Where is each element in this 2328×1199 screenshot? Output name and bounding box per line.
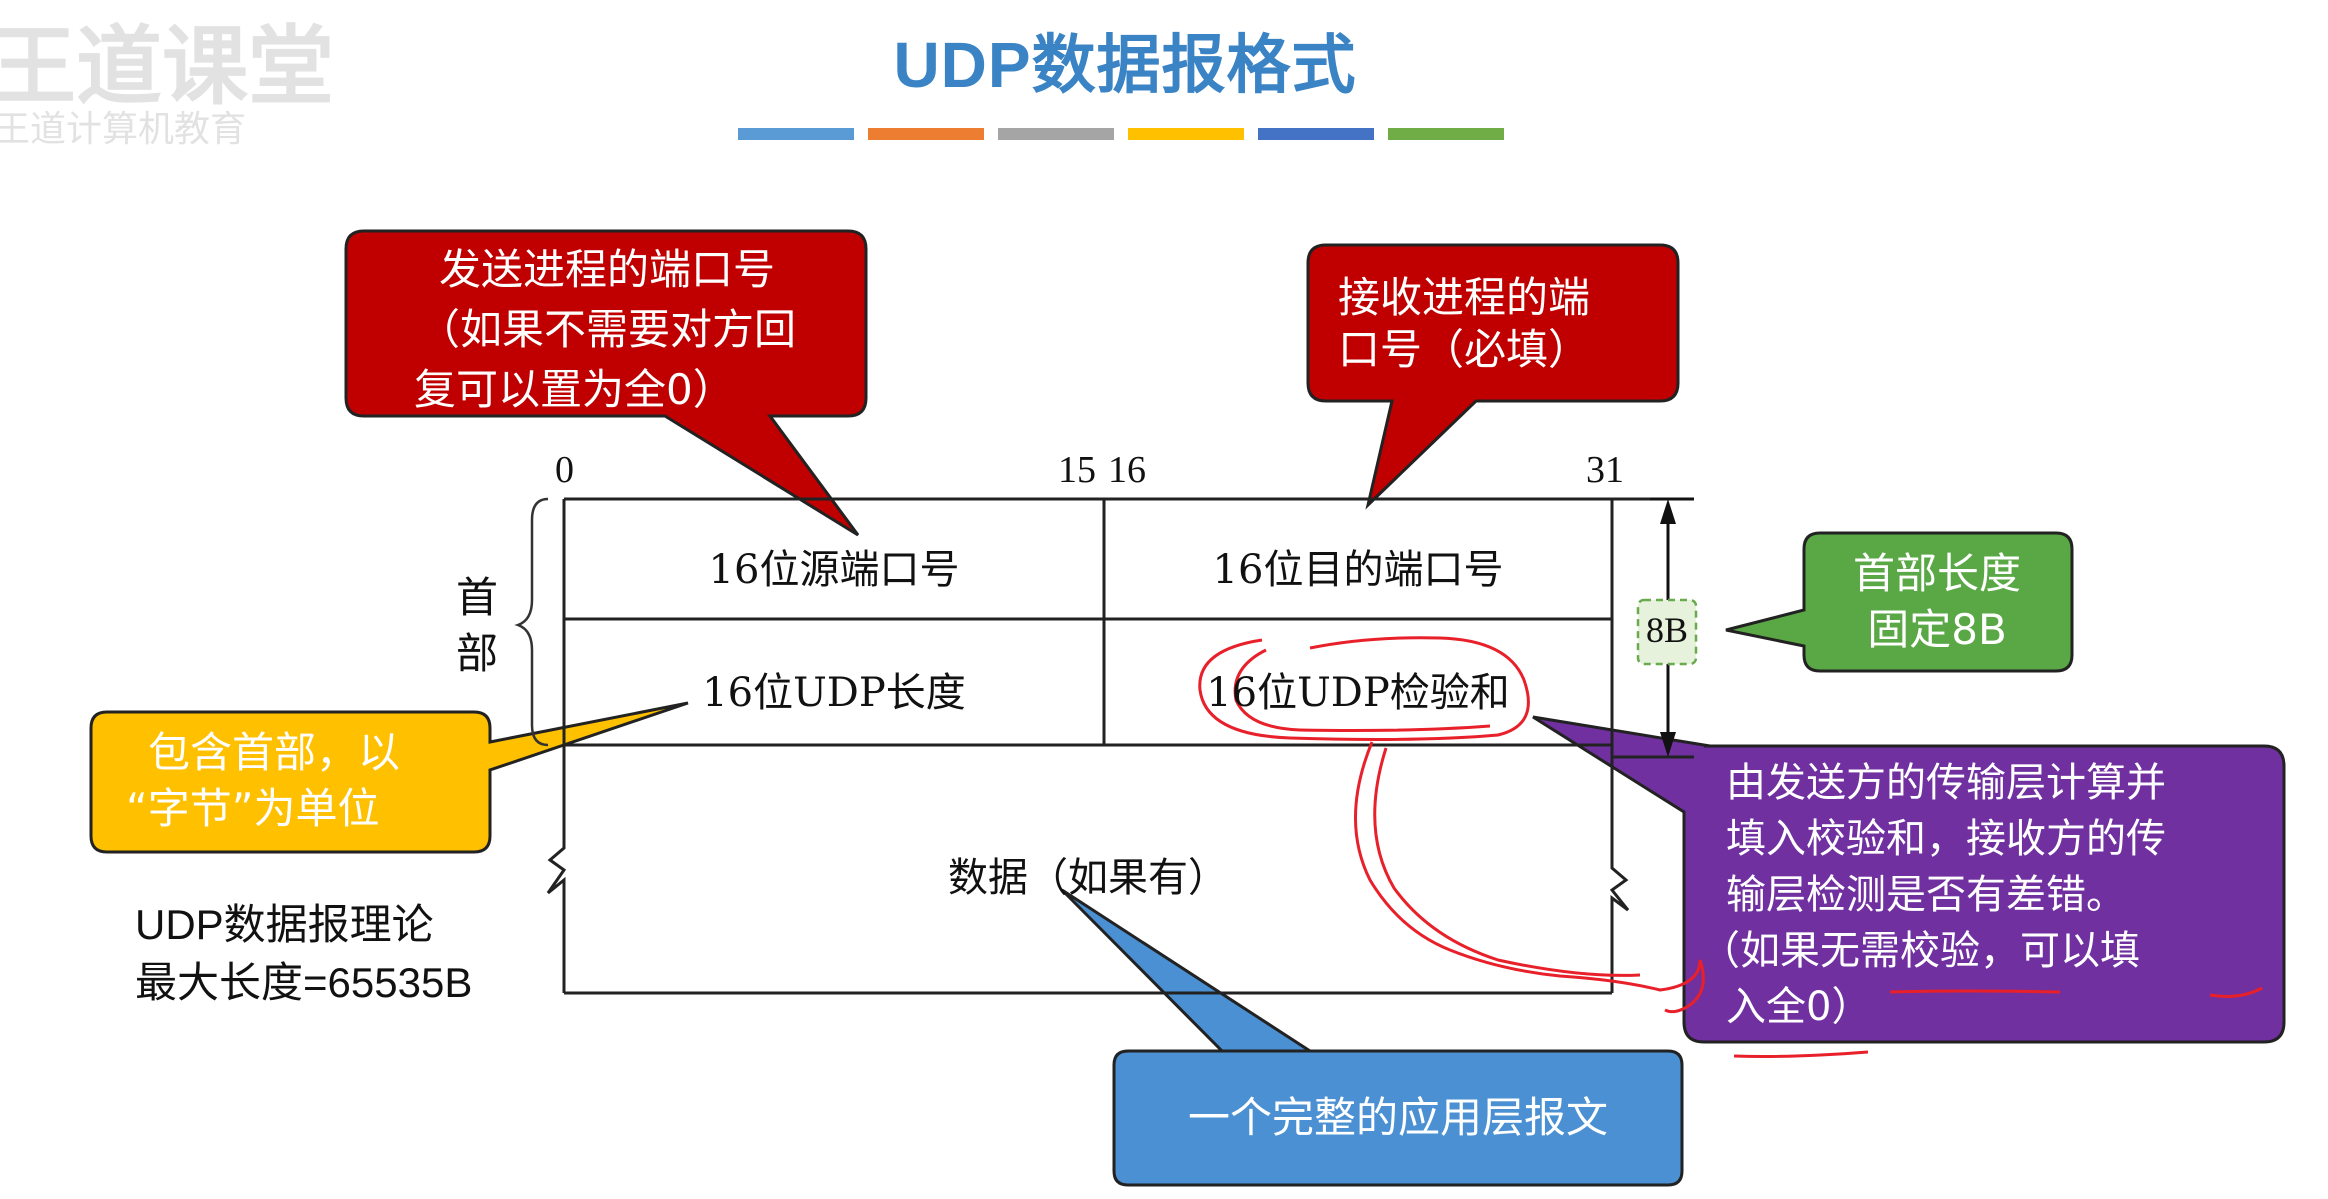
callout-data-bubble: [1060, 888, 1684, 1187]
header-brace: [514, 497, 549, 747]
callout-header-length-line2: 固定8B: [1867, 605, 2007, 654]
size-badge-box: [1636, 598, 1698, 666]
watermark-line2: 王道计算机教育: [0, 108, 247, 149]
bit-label-15: 15: [1058, 449, 1096, 491]
callout-length-bubble: [89, 701, 689, 854]
cell-checksum: 16位UDP检验和: [1206, 670, 1510, 716]
header-label-line1: 首: [456, 573, 499, 622]
callout-src-port-text: 发送进程的端口号 （如果不需要对方回 复可以置为全0）: [362, 240, 852, 420]
callout-src-port-bubble: [344, 229, 868, 537]
table-right-border: [1609, 499, 1630, 993]
cell-data: 数据（如果有）: [948, 855, 1228, 901]
udp-table: [546, 497, 1694, 995]
arrow-head-down: [1660, 732, 1676, 757]
color-bar-segment: [1128, 128, 1244, 140]
header-label-line2: 部: [456, 629, 499, 678]
callout-src-port-line1: 发送进程的端口号: [438, 245, 775, 294]
callout-header-length-bubble: [1725, 531, 2074, 673]
callout-data-text: 一个完整的应用层报文: [1114, 1090, 1682, 1146]
callout-checksum-line2: 填入校验和，接收方的传: [1726, 816, 2166, 862]
callout-dst-port-bubble: [1306, 243, 1680, 510]
cell-length: 16位UDP长度: [702, 670, 966, 716]
max-length-note-line1: UDP数据报理论: [135, 901, 434, 948]
page-title: UDP数据报格式: [893, 29, 1357, 101]
watermark-line1: 王道课堂: [0, 19, 334, 115]
callout-length-text: 包含首部，以 “字节”为单位: [110, 725, 528, 837]
callout-length-line1: 包含首部，以: [148, 728, 401, 777]
arrow-head-up: [1660, 499, 1676, 524]
table-left-border: [546, 499, 567, 993]
title-color-bar: [738, 128, 1504, 140]
max-length-note-line2: 最大长度=65535B: [135, 959, 473, 1006]
header-label: 首 部: [456, 570, 498, 682]
callout-src-port-line2: （如果不需要对方回: [417, 305, 796, 354]
callout-length-line2: “字节”为单位: [126, 784, 380, 833]
color-bar-segment: [1388, 128, 1504, 140]
callout-checksum-text: 由发送方的传输层计算并 填入校验和，接收方的传 输层检测是否有差错。 （如果无需…: [1700, 755, 2274, 1035]
bit-label-31: 31: [1586, 449, 1624, 491]
callout-dst-port-line1: 接收进程的端: [1338, 273, 1591, 322]
callout-checksum-line1: 由发送方的传输层计算并: [1726, 760, 2166, 806]
color-bar-segment: [1258, 128, 1374, 140]
callout-checksum-line4: （如果无需校验，可以填: [1700, 928, 2140, 974]
callout-checksum-bubble: [1532, 715, 2286, 1044]
max-length-note: UDP数据报理论 最大长度=65535B: [135, 896, 472, 1012]
callout-src-port-line3: 复可以置为全0）: [414, 365, 735, 414]
callout-checksum-line3: 输层检测是否有差错。: [1726, 872, 2126, 918]
color-bar-segment: [738, 128, 854, 140]
size-badge-label: 8B: [1645, 610, 1688, 650]
callout-header-length-line1: 首部长度: [1852, 549, 2021, 598]
bit-label-0: 0: [555, 449, 574, 491]
hand-annotation: [1198, 636, 2263, 1058]
cell-dst-port: 16位目的端口号: [1212, 547, 1504, 593]
callout-dst-port-text: 接收进程的端 口号（必填）: [1326, 272, 1674, 376]
color-bar-segment: [998, 128, 1114, 140]
callout-dst-port-line2: 口号（必填）: [1338, 325, 1591, 374]
callout-data-line1: 一个完整的应用层报文: [1187, 1093, 1608, 1142]
bit-label-16: 16: [1108, 449, 1146, 491]
callout-header-length-text: 首部长度 固定8B: [1806, 546, 2068, 658]
color-bar-segment: [868, 128, 984, 140]
cell-src-port: 16位源端口号: [708, 547, 960, 593]
callout-checksum-line5: 入全0）: [1726, 984, 1872, 1030]
